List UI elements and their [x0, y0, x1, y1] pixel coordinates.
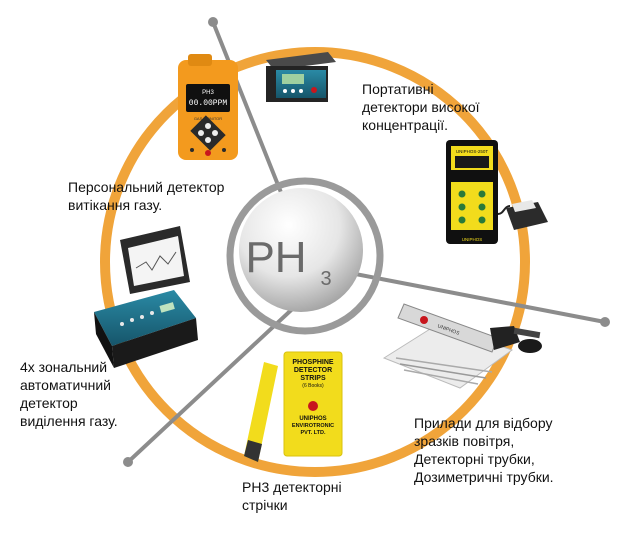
portable-detector-image	[266, 52, 336, 102]
handheld-brand: UNIPHOS-250T	[456, 149, 489, 154]
strip-pack-line4: (6 Books)	[302, 383, 324, 389]
handheld-detector-image: UNIPHOS-250T UNIPHOS	[446, 140, 548, 244]
label-detector-strips: PH3 детекторні стрічки	[242, 479, 342, 513]
strip-pack-line1: PHOSPHINE	[292, 359, 334, 366]
label-personal-detector: Персональний детектор витікання газу.	[68, 179, 225, 213]
strip-pack-line7: PVT. LTD.	[301, 430, 326, 436]
formula-sub: 3	[320, 268, 331, 290]
center-sphere	[239, 188, 363, 312]
formula-main: PH	[245, 233, 306, 282]
detector-strips-image: PHOSPHINE DETECTOR STRIPS (6 Books) UNIP…	[244, 351, 343, 462]
personal-screen-line2: 00.00PPM	[189, 99, 228, 108]
strip-pack-line3: STRIPS	[300, 375, 326, 382]
gray-inner-ring	[226, 177, 384, 335]
personal-screen-line1: PH3	[202, 90, 214, 96]
strip-pack-line2: DETECTOR	[294, 367, 332, 374]
strip-pack-line5: UNIPHOS	[299, 416, 326, 422]
sampling-pump-image: UNIPHOS	[382, 303, 542, 389]
label-zonal-detector: 4х зональний автоматичний детектор виділ…	[20, 359, 118, 429]
label-portable-detectors: Портативні детектори високої концентраці…	[362, 81, 480, 133]
strip-pack-line6: ENVIROTRONIC	[292, 423, 334, 429]
personal-detector-image: PH3 00.00PPM GAS MONITOR	[178, 54, 238, 160]
orange-ring	[100, 47, 530, 477]
handheld-footer: UNIPHOS	[462, 237, 483, 242]
zonal-detector-image	[94, 226, 198, 368]
label-sampling-devices: Прилади для відбору зразків повітря, Дет…	[414, 415, 554, 485]
line-right	[343, 270, 607, 324]
